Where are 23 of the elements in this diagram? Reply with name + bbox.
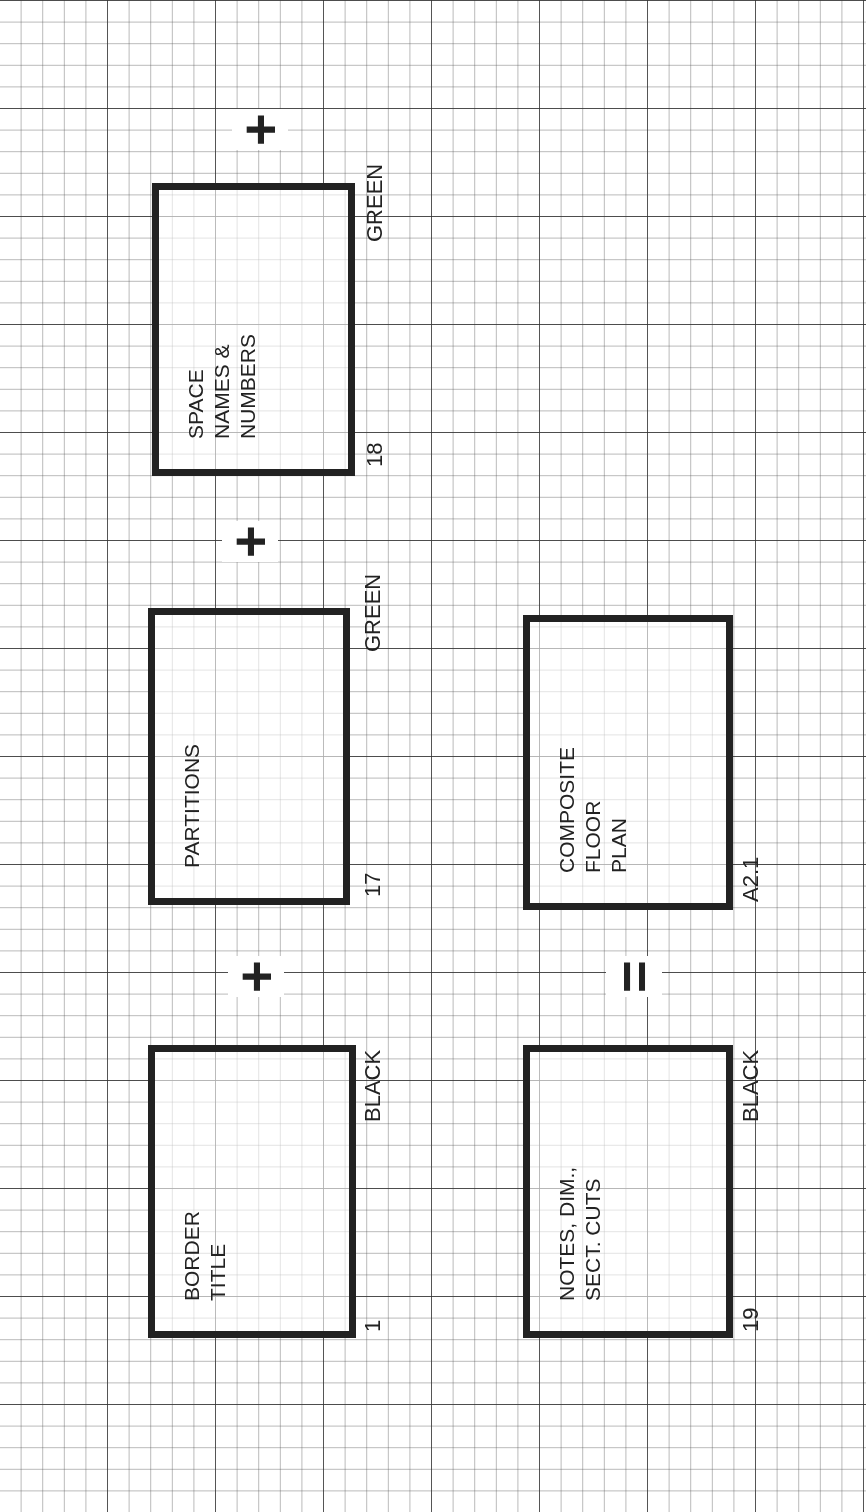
box-text: SPACE NAMES & NUMBERS — [183, 333, 260, 439]
sheet-note: A2.1 — [738, 856, 764, 902]
operator-sign: + — [232, 109, 288, 150]
sheet-note: 18 — [362, 442, 388, 467]
rectangle-box — [523, 1045, 733, 1338]
sheet-note: GREEN — [362, 163, 388, 242]
operator-sign: + — [222, 521, 278, 562]
box-text: NOTES, DIM., SECT. CUTS — [554, 1165, 605, 1301]
box-text: COMPOSITE FLOOR PLAN — [554, 746, 631, 873]
rectangle-box — [148, 1045, 356, 1338]
rectangle-box — [152, 183, 355, 476]
sheet-note: BLACK — [738, 1049, 764, 1122]
sheet-note: 1 — [360, 1319, 386, 1332]
box-text: PARTITIONS — [179, 742, 204, 868]
sheet-note: GREEN — [360, 573, 386, 652]
operator-sign: + — [228, 956, 284, 997]
sheet-note: 17 — [360, 872, 386, 897]
box-text: BORDER TITLE — [179, 1210, 230, 1301]
sheet-note: 19 — [738, 1307, 764, 1332]
sheet-note: BLACK — [360, 1049, 386, 1122]
operator-sign: = — [606, 956, 662, 997]
rectangle-box — [523, 615, 733, 910]
rectangle-box — [148, 608, 350, 905]
